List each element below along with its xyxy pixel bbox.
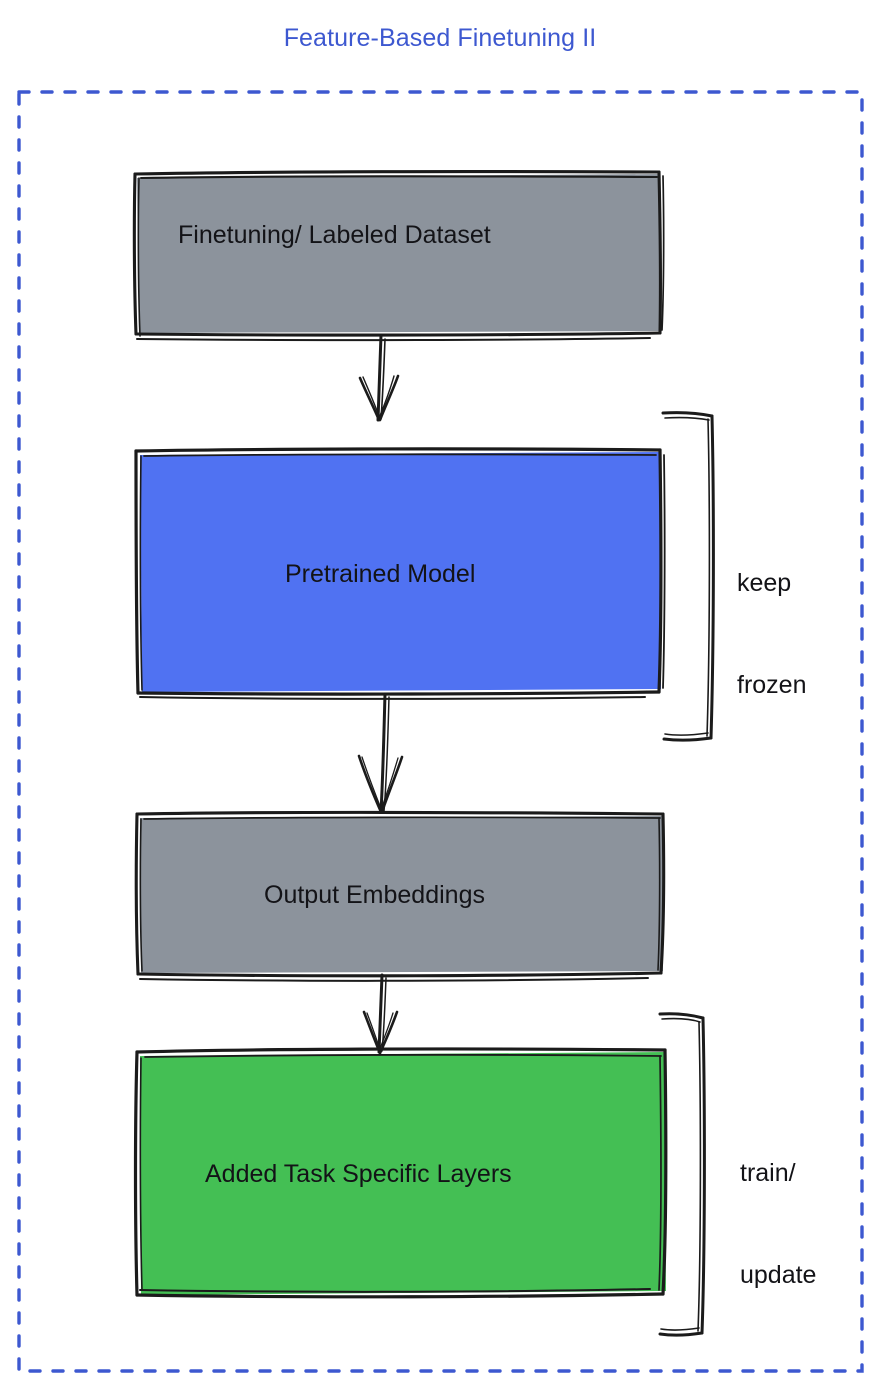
node-dataset-fill [137, 174, 661, 333]
node-added-fill [140, 1052, 666, 1295]
dashed-container [17, 90, 864, 1373]
node-pretrained-fill [140, 452, 661, 692]
edge-pretrained-to-output [357, 692, 404, 814]
node-added-task-specific-layers[interactable] [133, 1047, 668, 1299]
node-finetuning-labeled-dataset[interactable] [132, 170, 665, 342]
edge-output-to-added [362, 973, 399, 1055]
bracket-train-update [658, 1012, 706, 1337]
node-output-fill [140, 816, 663, 973]
bracket-keep-frozen [661, 411, 715, 742]
edge-dataset-to-pretrained [358, 333, 400, 422]
node-pretrained-model[interactable] [134, 447, 666, 700]
node-output-embeddings[interactable] [134, 810, 666, 982]
